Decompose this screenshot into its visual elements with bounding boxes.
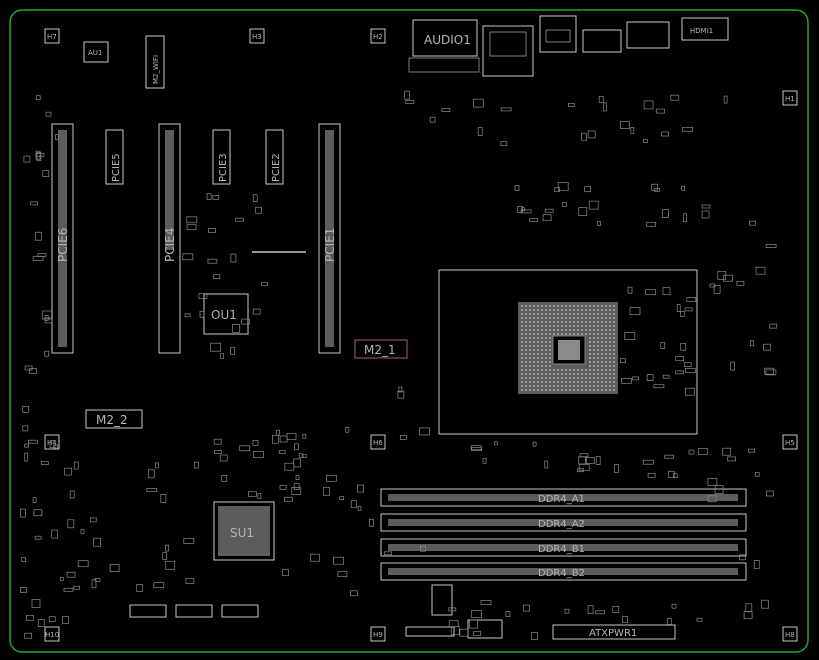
pcie4-slot: PCIE4 bbox=[158, 123, 181, 354]
hole-label: H7 bbox=[47, 33, 57, 41]
audio-label: AUDIO1 bbox=[424, 33, 471, 47]
hdmi-connector: HDMI1 bbox=[681, 17, 729, 41]
pcie3-label: PCIE3 bbox=[218, 153, 229, 182]
pcie5-label: PCIE5 bbox=[111, 153, 122, 182]
pcie1-label: PCIE1 bbox=[323, 228, 337, 262]
su1-chip: SU1 bbox=[213, 501, 275, 561]
ddr4-a2-slot: DDR4_A2 bbox=[380, 513, 747, 532]
hole-h9: H9 bbox=[370, 626, 386, 642]
bottom-headers bbox=[129, 584, 503, 639]
m2-2-label: M2_2 bbox=[96, 413, 128, 427]
cpu-pin-grid bbox=[521, 305, 615, 391]
hdmi-label: HDMI1 bbox=[690, 27, 713, 35]
rear-io-block-3 bbox=[626, 21, 670, 49]
m2-wifi-label: M2_WIFI bbox=[152, 55, 160, 84]
pcie6-slot: PCIE6 bbox=[51, 123, 74, 354]
atxpwr-label: ATXPWR1 bbox=[589, 628, 637, 639]
hole-label: H8 bbox=[785, 631, 795, 639]
pcie5-slot: PCIE5 bbox=[105, 129, 124, 185]
hole-h2: H2 bbox=[370, 28, 386, 44]
cpu-socket bbox=[438, 269, 698, 435]
board-outline bbox=[9, 9, 809, 653]
hole-label: H6 bbox=[373, 439, 383, 447]
hole-h7: H7 bbox=[44, 28, 60, 44]
m2-1-label: M2_1 bbox=[364, 343, 396, 357]
au1-label: AU1 bbox=[88, 49, 102, 57]
pcie1-slot: PCIE1 bbox=[318, 123, 341, 354]
hole-label: H1 bbox=[785, 95, 795, 103]
pcie4-label: PCIE4 bbox=[163, 228, 177, 262]
hole-label: H2 bbox=[373, 33, 383, 41]
pcie2-slot: PCIE2 bbox=[265, 129, 284, 185]
misc-components bbox=[20, 90, 778, 640]
rear-io-block-1 bbox=[539, 15, 577, 53]
mounting-holes: H7 H3 H2 H1 H4 H6 H5 H10 H9 H8 bbox=[44, 28, 798, 642]
hole-label: H9 bbox=[373, 631, 383, 639]
ou1-chip: OU1 bbox=[203, 293, 249, 335]
ddr4-b2-slot: DDR4_B2 bbox=[380, 562, 747, 581]
ddr4-a1-label: DDR4_A1 bbox=[538, 494, 585, 505]
hole-label: H4 bbox=[47, 439, 57, 447]
pcie2-label: PCIE2 bbox=[271, 153, 282, 182]
pcie6-label: PCIE6 bbox=[56, 228, 70, 262]
m2-wifi-slot: M2_WIFI bbox=[145, 35, 165, 89]
ddr4-a2-label: DDR4_A2 bbox=[538, 519, 585, 530]
m2-1-slot: M2_1 bbox=[354, 339, 408, 359]
hole-h6: H6 bbox=[370, 434, 386, 450]
hole-label: H10 bbox=[45, 631, 59, 639]
hole-h3: H3 bbox=[249, 28, 265, 44]
hole-h5: H5 bbox=[782, 434, 798, 450]
au1-chip: AU1 bbox=[83, 41, 109, 63]
hole-h10: H10 bbox=[44, 626, 60, 642]
ddr4-b1-label: DDR4_B1 bbox=[538, 544, 585, 555]
hole-h8: H8 bbox=[782, 626, 798, 642]
m2-2-slot: M2_2 bbox=[85, 409, 143, 429]
pcie3-slot: PCIE3 bbox=[212, 129, 231, 185]
hole-label: H3 bbox=[252, 33, 262, 41]
rear-io-block-2 bbox=[582, 29, 622, 53]
ou1-label: OU1 bbox=[211, 308, 237, 322]
hole-h1: H1 bbox=[782, 90, 798, 106]
ddr4-b2-label: DDR4_B2 bbox=[538, 568, 585, 579]
usb-lan-connector bbox=[482, 25, 534, 77]
hole-label: H5 bbox=[785, 439, 795, 447]
hole-h4: H4 bbox=[44, 434, 60, 450]
audio-connector: AUDIO1 bbox=[408, 19, 480, 73]
atx-power-connector: ATXPWR1 bbox=[552, 624, 676, 640]
ddr4-a1-slot: DDR4_A1 bbox=[380, 488, 747, 507]
su1-label: SU1 bbox=[230, 526, 254, 540]
ddr4-b1-slot: DDR4_B1 bbox=[380, 538, 747, 557]
